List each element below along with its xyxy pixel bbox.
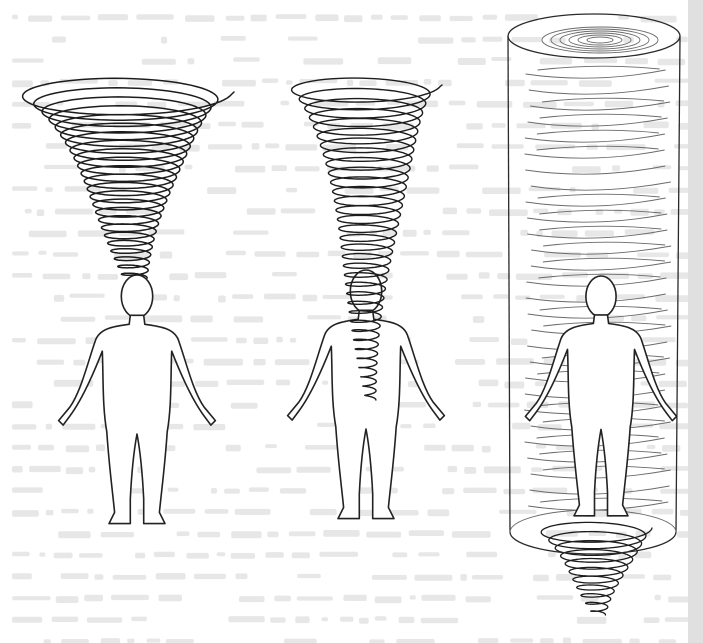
spiral-ring-back: [539, 450, 661, 454]
cylinder-right-wall: [676, 36, 680, 532]
body-outline: [525, 315, 676, 516]
spiral-ring-back: [540, 498, 662, 502]
cylinder-top-rim: [508, 14, 680, 58]
head: [121, 275, 152, 318]
page-edge-shadow: [688, 0, 703, 643]
vortex-funnel-above: [23, 78, 234, 278]
spiral-ring-back: [540, 114, 662, 118]
spiral-ring-back: [542, 98, 664, 102]
human-figure: [59, 275, 216, 524]
human-figure: [288, 270, 445, 519]
spiral-ring: [526, 70, 666, 78]
cylinder-top-swirl: [587, 37, 613, 43]
spiral-ring-back: [537, 130, 659, 134]
spiral-ring: [525, 150, 665, 158]
head: [586, 276, 616, 317]
cylinder-top-swirl: [578, 35, 622, 45]
spiral-ring: [529, 86, 669, 94]
cylinder-top-swirl: [551, 29, 649, 51]
spiral-ring: [528, 502, 668, 510]
spiral-ring-back: [543, 242, 665, 246]
spiral-ring: [531, 262, 671, 270]
spiral-ring-back: [543, 258, 665, 262]
spiral-ring: [531, 470, 671, 478]
spiral-ring-back: [538, 194, 660, 198]
spiral-ring: [526, 198, 666, 206]
spiral-ring-back: [538, 66, 660, 70]
cylinder-left-wall: [508, 36, 510, 532]
spiral-ring: [525, 134, 665, 142]
body-outline: [288, 310, 445, 518]
